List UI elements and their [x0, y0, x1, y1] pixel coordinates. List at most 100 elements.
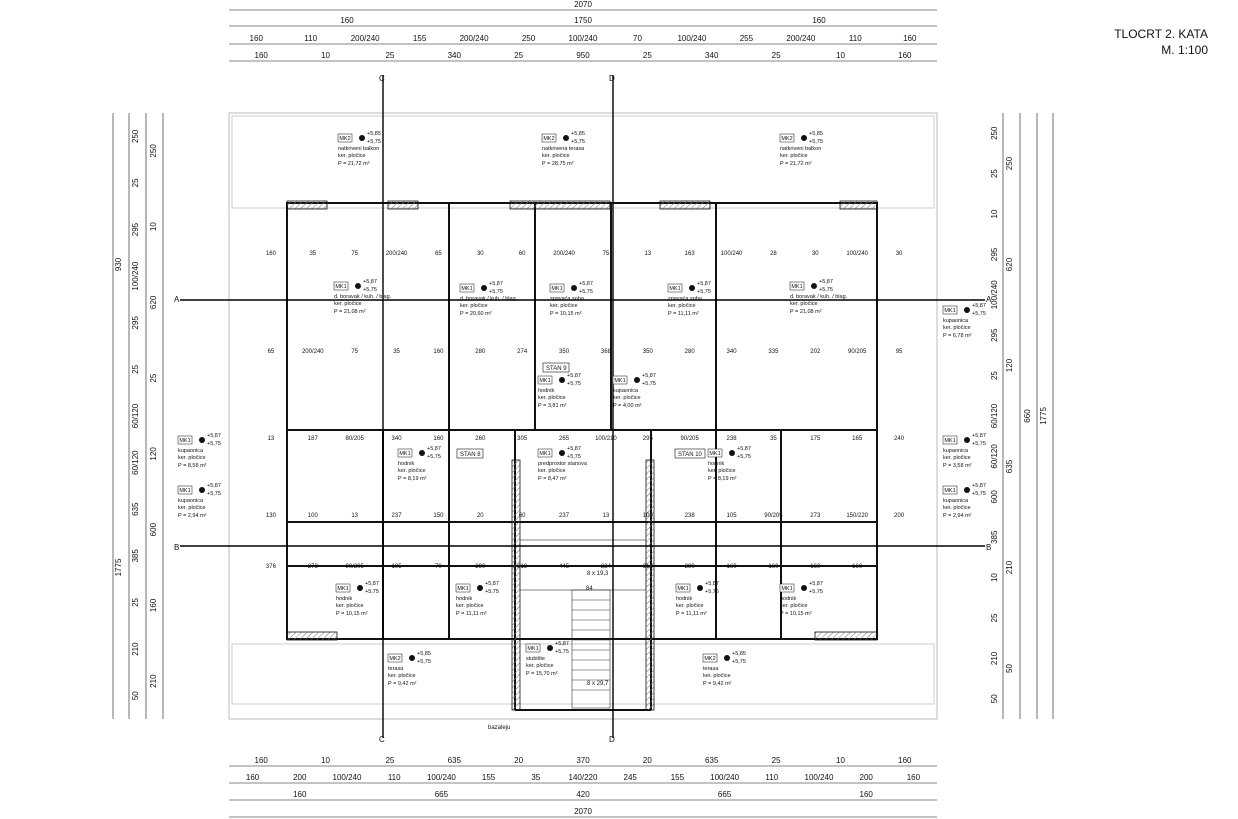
interior-dimension-label: 165	[852, 436, 863, 442]
level-marker	[964, 307, 970, 313]
room-area: P = 21,08 m²	[790, 309, 822, 315]
room-code: MK1	[677, 586, 688, 592]
drawing-title-block: TLOCRT 2. KATA M. 1:100	[1114, 26, 1208, 58]
dimension-label: 100/240	[333, 773, 362, 782]
dimension-label: 295	[990, 328, 999, 342]
interior-dimension-label: 13	[351, 513, 358, 519]
dimension-label: 255	[740, 34, 754, 43]
interior-dimension-label: 280	[475, 349, 486, 355]
room-area: P = 10,15 m²	[780, 611, 812, 617]
dimension-label: 100/240	[677, 34, 706, 43]
interior-dimension-label: 30	[812, 251, 819, 257]
dimension-label: 10	[990, 573, 999, 582]
room-floor: ker. pločice	[550, 303, 578, 309]
room-area: P = 11,11 m²	[456, 611, 487, 617]
dimension-label: 385	[131, 549, 140, 563]
dimension-label: 20	[514, 756, 523, 765]
level-value: +5,85	[732, 651, 746, 657]
interior-dimension-label: 95	[896, 349, 903, 355]
level-marker	[689, 285, 695, 291]
level-marker	[571, 285, 577, 291]
dimension-label: 100/240	[131, 261, 140, 290]
interior-dimension-label: 30	[896, 251, 903, 257]
dimension-label: 250	[131, 129, 140, 143]
dimension-label: 160	[149, 598, 158, 612]
dimension-label: 295	[990, 247, 999, 261]
dimension-label: 950	[576, 51, 590, 60]
dimension-label: 250	[149, 144, 158, 158]
room-code: MK1	[944, 308, 955, 314]
room-code: MK1	[457, 586, 468, 592]
level-value: +5,87	[972, 303, 986, 309]
level-value: +5,87	[972, 433, 986, 439]
level-value: +5,87	[697, 281, 711, 287]
dimension-label: 620	[1005, 257, 1014, 271]
interior-dimension-label: 224	[601, 564, 612, 570]
dimension-label: 100/240	[805, 773, 834, 782]
dimension-label: 25	[772, 756, 781, 765]
interior-dimension-label: 90/205	[681, 436, 700, 442]
room-code: MK1	[551, 286, 562, 292]
interior-dimension-label: 160	[810, 564, 821, 570]
room-name: kupaonica	[943, 448, 969, 454]
room-floor: ker. pločice	[456, 603, 484, 609]
dimension-label: 140/220	[569, 773, 598, 782]
apartment-stan9: STAN 9	[546, 366, 567, 372]
dimension-label: 200/240	[351, 34, 380, 43]
level-marker	[357, 585, 363, 591]
room-code-box	[459, 283, 475, 293]
room-code: MK1	[781, 586, 792, 592]
level-value: +5,87	[489, 281, 503, 287]
level-value: +5,87	[555, 641, 569, 647]
dimension-label: 245	[624, 773, 638, 782]
interior-dimension-label: 13	[603, 513, 610, 519]
level-value: +5,75	[367, 139, 381, 145]
interior-dimension-label: 340	[727, 349, 738, 355]
room-area: P = 8,19 m²	[398, 476, 427, 482]
level-value: +5,75	[363, 287, 377, 293]
dimension-label: 295	[131, 316, 140, 330]
room-name: natkrivena terasa	[542, 146, 585, 152]
interior-dimension-label: 280	[685, 349, 696, 355]
interior-dimension-label: 100/210	[595, 436, 617, 442]
dimension-label: 210	[149, 674, 158, 688]
section-a-left: A	[174, 295, 180, 304]
dimension-label: 340	[705, 51, 719, 60]
level-value: +5,87	[809, 581, 823, 587]
interior-dimension-label: 30	[477, 251, 484, 257]
room-floor: ker. pločice	[613, 395, 641, 401]
room-code: MK1	[709, 451, 720, 457]
dimension-label: 25	[149, 373, 158, 382]
dimension-label: 25	[131, 178, 140, 187]
dimension-label: 635	[705, 756, 719, 765]
interior-dimension-label: 13	[644, 251, 651, 257]
level-value: +5,75	[809, 589, 823, 595]
room-code-box	[942, 485, 958, 495]
room-floor: ker. pločice	[790, 301, 818, 307]
room-name: hodnik	[336, 596, 352, 602]
room-name: natkriveni balkon	[780, 146, 821, 152]
room-floor: ker. pločice	[668, 303, 696, 309]
level-marker	[724, 655, 730, 661]
room-area: P = 9,42 m²	[703, 681, 732, 687]
room-name: spavaća soba	[550, 296, 585, 302]
room-area: P = 11,11 m²	[668, 311, 699, 317]
dimension-label: 160	[812, 16, 826, 25]
interior-dimension-label: 376	[266, 564, 277, 570]
room-code: MK1	[791, 284, 802, 290]
room-code-box	[549, 283, 565, 293]
room-floor: ker. pločice	[526, 663, 554, 669]
dimension-label: 2070	[574, 0, 592, 9]
level-value: +5,87	[427, 446, 441, 452]
interior-dimension-label: 237	[559, 513, 570, 519]
section-c-bottom: C	[379, 735, 385, 744]
dimension-label: 25	[514, 51, 523, 60]
room-code: MK1	[944, 438, 955, 444]
room-code-box	[942, 305, 958, 315]
interior-dimension-label: 305	[517, 436, 528, 442]
